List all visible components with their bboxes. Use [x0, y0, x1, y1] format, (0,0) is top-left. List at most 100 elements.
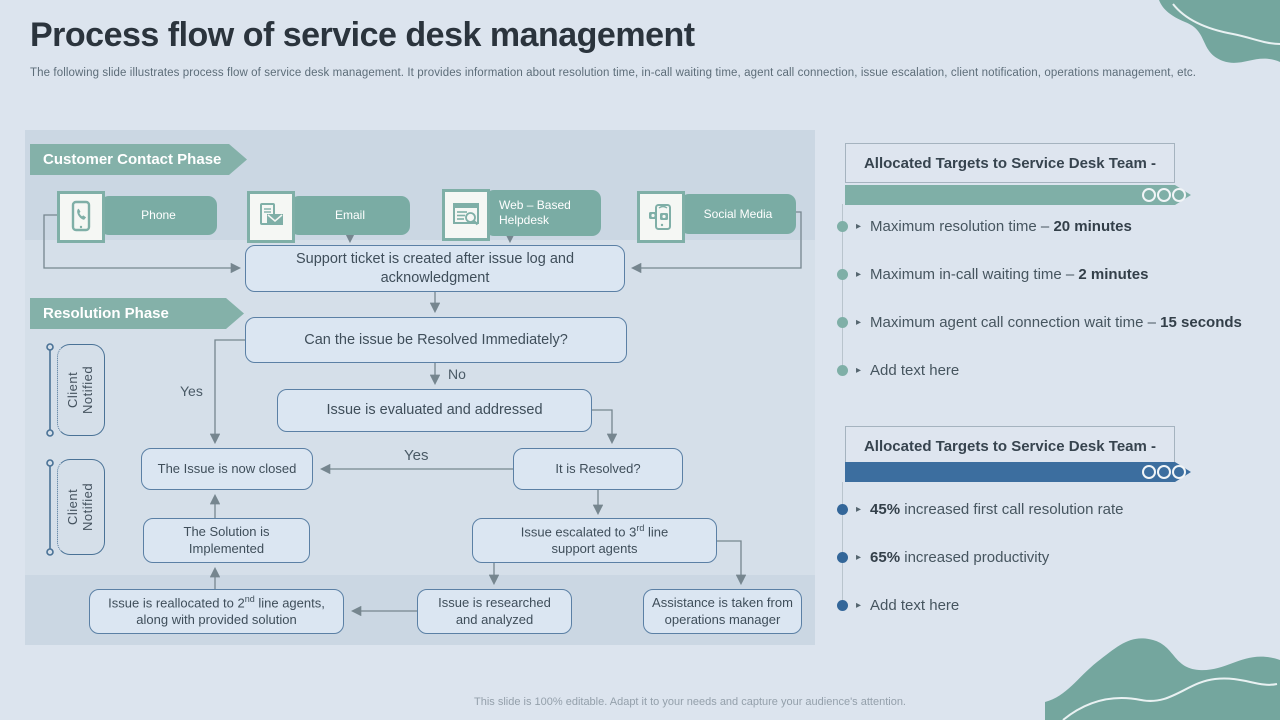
node-evaluated[interactable]: Issue is evaluated and addressed — [277, 389, 592, 432]
channel-social-media[interactable]: Social Media — [680, 194, 796, 234]
social-media-tile[interactable] — [637, 191, 685, 243]
page-subtitle: The following slide illustrates process … — [30, 67, 1197, 79]
banner-label: Customer Contact Phase — [43, 151, 222, 168]
client-notified-label: Client Notified — [65, 482, 95, 532]
client-notified-tag-1[interactable]: Client Notified — [57, 344, 105, 436]
node-label: Issue escalated to 3rd line support agen… — [505, 523, 685, 558]
bullet-dot — [837, 365, 848, 376]
panel1-ring-2 — [1157, 188, 1171, 202]
corner-blob-top-right — [1159, 0, 1280, 63]
bullet-text: Maximum resolution time – 20 minutes — [870, 218, 1132, 235]
panel2-item-2[interactable]: ▸ 65% increased productivity — [837, 549, 1267, 566]
panel1-header: Allocated Targets to Service Desk Team - — [845, 143, 1175, 183]
bullet-text: Add text here — [870, 362, 959, 379]
node-label: Assistance is taken from operations mana… — [652, 594, 793, 627]
bullet-dot — [837, 552, 848, 563]
text-part: increased productivity — [900, 549, 1050, 566]
social-media-icon — [649, 204, 671, 230]
client-notified-label: Client Notified — [65, 365, 95, 415]
node-label: It is Resolved? — [555, 460, 641, 476]
node-can-resolve[interactable]: Can the issue be Resolved Immediately? — [245, 317, 627, 363]
panel1-ring-3 — [1172, 188, 1186, 202]
channel-email[interactable]: Email — [290, 196, 410, 235]
banner-resolution-phase: Resolution Phase — [30, 298, 244, 329]
panel1-ring-1 — [1142, 188, 1156, 202]
bullet-dot — [837, 269, 848, 280]
banner-label: Resolution Phase — [43, 305, 169, 322]
text-part: Issue escalated to 3 — [520, 524, 637, 540]
ordinal-suffix: rd — [636, 522, 645, 533]
email-icon — [260, 203, 283, 225]
channel-label: Email — [334, 208, 365, 222]
node-solution-implemented[interactable]: The Solution is Implemented — [143, 518, 310, 563]
bullet-arrow-icon: ▸ — [856, 504, 862, 515]
text-part: Maximum in-call waiting time – — [870, 266, 1079, 283]
text-part: Issue is reallocated to 2 — [108, 595, 245, 611]
channel-label: Web – Based Helpdesk — [499, 198, 571, 227]
bullet-text: 45% increased first call resolution rate — [870, 501, 1123, 518]
node-assistance[interactable]: Assistance is taken from operations mana… — [643, 589, 802, 634]
text-part: Add text here — [870, 362, 960, 379]
bullet-dot — [837, 221, 848, 232]
branch-label-yes-left: Yes — [180, 383, 203, 399]
node-issue-closed[interactable]: The Issue is now closed — [141, 448, 313, 490]
node-reallocated[interactable]: Issue is reallocated to 2nd line agents,… — [89, 589, 344, 634]
node-support-ticket[interactable]: Support ticket is created after issue lo… — [245, 245, 625, 292]
node-label: Support ticket is created after issue lo… — [295, 250, 575, 286]
page-title: Process flow of service desk management — [30, 16, 695, 54]
panel2-accent-bar — [845, 462, 1175, 482]
node-label: Issue is evaluated and addressed — [326, 402, 543, 419]
panel-title: Allocated Targets to Service Desk Team - — [863, 437, 1157, 455]
web-helpdesk-icon — [453, 203, 479, 226]
node-label: Can the issue be Resolved Immediately? — [304, 331, 568, 348]
panel2-ring-1 — [1142, 465, 1156, 479]
node-researched[interactable]: Issue is researched and analyzed — [417, 589, 572, 634]
email-tile[interactable] — [247, 191, 295, 243]
bold-part: 15 seconds — [1160, 314, 1242, 331]
node-label: The Solution is Implemented — [183, 523, 270, 556]
branch-label-no: No — [448, 366, 466, 382]
phone-tile[interactable] — [57, 191, 105, 243]
bold-part: 20 minutes — [1053, 218, 1132, 235]
text-part: line agents, along with provided solutio… — [136, 595, 325, 628]
bullet-text: 65% increased productivity — [870, 549, 1049, 566]
node-is-resolved[interactable]: It is Resolved? — [513, 448, 683, 490]
text-part: increased first call resolution rate — [900, 501, 1124, 518]
panel1-accent-bar — [845, 185, 1175, 205]
footer-note: This slide is 100% editable. Adapt it to… — [474, 696, 906, 708]
node-label: Issue is researched and analyzed — [438, 594, 551, 627]
text-part: line support agents — [551, 524, 669, 557]
panel2-item-1[interactable]: ▸ 45% increased first call resolution ra… — [837, 501, 1267, 518]
bullet-arrow-icon: ▸ — [856, 317, 862, 328]
channel-phone[interactable]: Phone — [100, 196, 217, 235]
bullet-text: Maximum agent call connection wait time … — [870, 314, 1242, 331]
bullet-text: Maximum in-call waiting time – 2 minutes — [870, 266, 1148, 283]
branch-label-yes-mid: Yes — [404, 447, 429, 464]
panel1-item-4[interactable]: ▸ Add text here — [837, 362, 1267, 379]
channel-label: Phone — [141, 208, 176, 222]
text-part: Maximum agent call connection wait time … — [870, 314, 1161, 331]
panel1-item-2[interactable]: ▸ Maximum in-call waiting time – 2 minut… — [837, 266, 1267, 283]
bold-part: 65% — [870, 549, 901, 566]
ordinal-suffix: nd — [244, 593, 255, 604]
panel2-ring-2 — [1157, 465, 1171, 479]
node-escalated[interactable]: Issue escalated to 3rd line support agen… — [472, 518, 717, 563]
node-label: The Issue is now closed — [157, 460, 297, 476]
web-helpdesk-tile[interactable] — [442, 189, 490, 241]
bullet-text: Add text here — [870, 597, 959, 614]
panel1-connector-line — [842, 204, 843, 372]
channel-label: Social Media — [703, 206, 773, 221]
panel2-item-3[interactable]: ▸ Add text here — [837, 597, 1267, 614]
channel-web-helpdesk[interactable]: Web – Based Helpdesk — [485, 190, 601, 236]
panel1-item-1[interactable]: ▸ Maximum resolution time – 20 minutes — [837, 218, 1267, 235]
bullet-dot — [837, 317, 848, 328]
panel1-item-3[interactable]: ▸ Maximum agent call connection wait tim… — [837, 314, 1267, 331]
node-label: Issue is reallocated to 2nd line agents,… — [99, 594, 334, 629]
text-part: Add text here — [870, 597, 960, 614]
phone-icon — [71, 200, 91, 232]
client-notified-tag-2[interactable]: Client Notified — [57, 459, 105, 555]
bullet-arrow-icon: ▸ — [856, 269, 862, 280]
bullet-arrow-icon: ▸ — [856, 600, 862, 611]
banner-customer-contact-phase: Customer Contact Phase — [30, 144, 247, 175]
